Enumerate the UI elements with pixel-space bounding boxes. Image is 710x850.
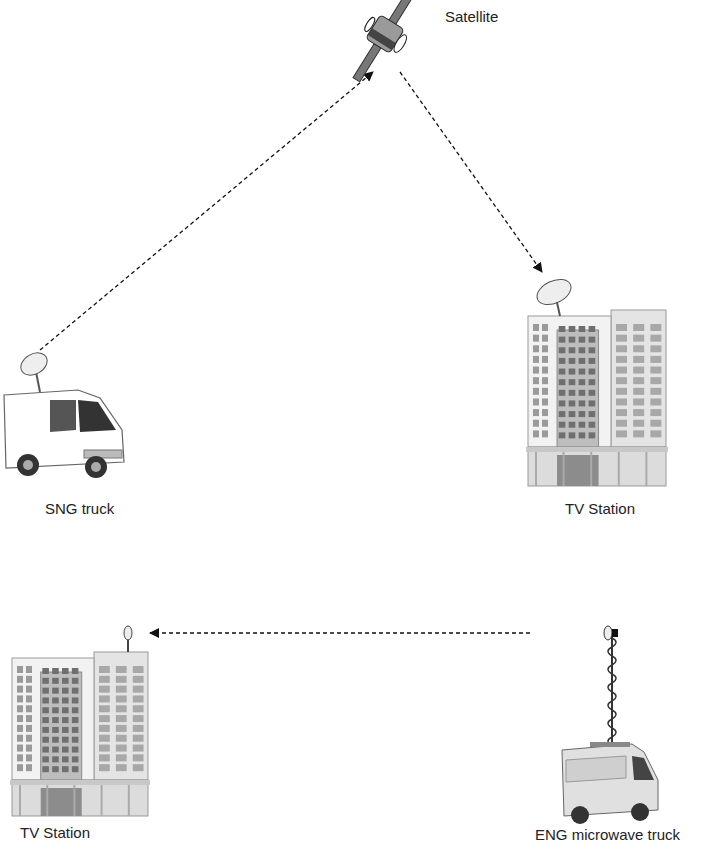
signal-arrow — [400, 72, 542, 272]
illustration — [530, 620, 690, 846]
dish-antenna — [533, 274, 575, 316]
node-label: TV Station — [565, 500, 635, 518]
building-illustration — [526, 310, 668, 486]
van-illustration — [4, 348, 124, 478]
labelled-illustration: Satellite — [345, 2, 515, 72]
signal-arrow — [150, 632, 530, 633]
van-illustration — [562, 742, 658, 824]
building-illustration — [10, 652, 150, 816]
satellite-illustration — [339, 0, 433, 91]
illustration — [0, 350, 135, 520]
labelled-illustration: TV Station — [520, 272, 670, 522]
labelled-illustration: SNG truck — [0, 350, 135, 520]
microwave-mast — [604, 626, 618, 748]
illustration — [10, 612, 150, 848]
antenna-mast — [124, 626, 132, 652]
node-label: TV Station — [20, 824, 90, 842]
labelled-illustration: ENG microwave truck — [530, 620, 690, 846]
node-label: Satellite — [445, 8, 498, 26]
illustration — [520, 272, 670, 522]
signal-arrow — [40, 72, 373, 350]
labelled-illustration: TV Station — [10, 612, 150, 848]
node-label: SNG truck — [45, 500, 114, 518]
node-label: ENG microwave truck — [535, 826, 680, 844]
